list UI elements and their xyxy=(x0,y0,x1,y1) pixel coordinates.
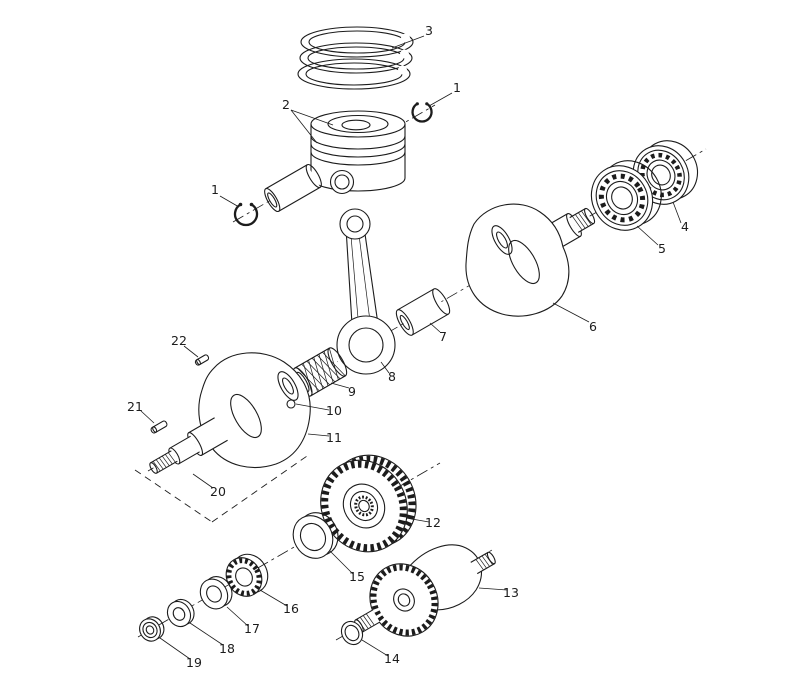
crankshaft-half-right xyxy=(465,203,570,317)
callout-14: 14 xyxy=(384,651,400,666)
balance-shaft xyxy=(354,544,496,637)
callout-11: 11 xyxy=(326,430,342,445)
callout-19: 19 xyxy=(186,655,202,670)
piston xyxy=(310,110,406,195)
callout-12: 12 xyxy=(425,515,441,530)
callout-13: 13 xyxy=(503,585,519,600)
callout-17: 17 xyxy=(244,621,260,636)
callout-6: 6 xyxy=(589,319,597,334)
callout-8: 8 xyxy=(388,369,396,384)
callout-4: 4 xyxy=(681,219,689,234)
crankshaft-gear xyxy=(320,454,417,553)
callout-20: 20 xyxy=(210,484,226,499)
spacer-washer xyxy=(292,512,339,559)
nut xyxy=(199,576,233,610)
key-upper xyxy=(194,354,210,366)
piston-ring-set xyxy=(297,26,414,90)
callout-9: 9 xyxy=(348,384,356,399)
callout-2: 2 xyxy=(282,97,290,112)
key-lower xyxy=(150,420,168,434)
callout-10: 10 xyxy=(326,403,342,418)
needle-bearing xyxy=(292,347,348,397)
assembly-bracket xyxy=(134,453,311,523)
flat-washer xyxy=(166,598,195,628)
callout-labels: 3 1 2 1 4 5 6 7 8 9 22 21 10 11 20 12 15… xyxy=(127,23,689,670)
callout-16: 16 xyxy=(283,601,299,616)
callout-22: 22 xyxy=(171,333,187,348)
callout-21: 21 xyxy=(127,399,143,414)
piston-pin xyxy=(264,163,322,213)
splined-washer xyxy=(225,553,269,597)
callout-18: 18 xyxy=(219,641,235,656)
circlip-right xyxy=(411,102,433,123)
o-ring xyxy=(340,620,364,646)
callout-15: 15 xyxy=(349,569,365,584)
crankshaft-left-stub xyxy=(149,417,228,474)
connecting-rod xyxy=(336,208,396,375)
crank-pin xyxy=(395,288,451,336)
circlip-left xyxy=(233,202,259,227)
callout-1-left: 1 xyxy=(211,182,219,197)
callout-7: 7 xyxy=(439,329,447,344)
callout-3: 3 xyxy=(425,23,433,38)
ball-bearing-inner xyxy=(590,160,662,231)
callout-5: 5 xyxy=(658,241,666,256)
callout-1-top: 1 xyxy=(453,80,461,95)
crankshaft-half-left xyxy=(198,352,311,468)
seal-washer xyxy=(139,616,165,642)
dowel-pin xyxy=(286,399,296,409)
leader-lines xyxy=(140,35,682,660)
